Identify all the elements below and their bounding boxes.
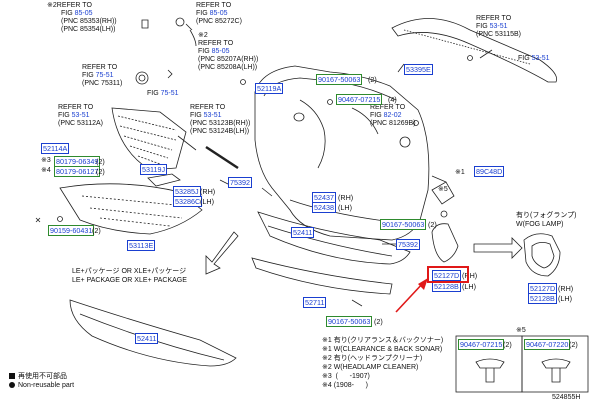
ref-53123-pnc-rh: (PNC 53123B(RH)) (190, 120, 251, 127)
part-52127d-fog-side: (RH) (558, 284, 574, 293)
note-1-en: ※1 W(CLEARANCE & BACK SONAR) (322, 346, 443, 353)
ref-53112: REFER TO (58, 104, 94, 111)
part-75392-lower[interactable]: 75392 (396, 239, 420, 250)
part-52411-package[interactable]: 52411 (135, 333, 159, 344)
part-90467-top-qty: (4) (388, 95, 397, 104)
part-53113e[interactable]: 53113E (127, 240, 156, 251)
ref-85207-pnc-rh: (PNC 85207A(RH)) (198, 56, 259, 63)
legend-non-reusable-jp: 再使用不可部品 (18, 373, 67, 380)
ref-85353-fig[interactable]: FIG 85-05 (61, 10, 93, 17)
ref-85272-pnc: (PNC 85272C) (196, 18, 242, 25)
part-80179-06349-qty: (2) (96, 157, 105, 166)
part-80179-06127-qty: (2) (96, 167, 105, 176)
part-90467-07215-detail[interactable]: 90467-07215 (458, 339, 505, 350)
part-52128b-fog[interactable]: 52128B (528, 293, 557, 304)
fog-lamp-title-en: W(FOG LAMP) (516, 221, 564, 228)
figure-id: 524855H (552, 394, 581, 401)
note-3: ※3 ( -1907) (322, 373, 370, 380)
note-4: ※4 (1908- ) (322, 382, 368, 389)
note-1-jp: ※1 有り(クリアランス＆バックソナー) (322, 337, 444, 344)
part-52438[interactable]: 52438 (312, 202, 336, 213)
ref-85207-title: REFER TO (198, 40, 234, 47)
note-mark-5-clips: ※5 (516, 327, 526, 334)
part-90167-top-qty: (2) (368, 75, 377, 84)
part-52127d[interactable]: 52127D (432, 270, 462, 281)
part-90159-qty: (2) (92, 226, 101, 235)
part-52127d-side: (RH) (462, 271, 478, 280)
part-52119a[interactable]: 52119A (255, 83, 284, 94)
package-label-en: LE+ PACKAGE OR XLE+ PACKAGE (72, 277, 187, 284)
part-90467-07215-detail-qty: (2) (503, 340, 512, 349)
package-label-jp: LE+パッケージ OR XLE+パッケージ (72, 268, 187, 275)
part-90167-50063-mid[interactable]: 90167-50063 (380, 219, 427, 230)
part-89c48d[interactable]: 89C48D (474, 166, 505, 177)
ref-75311: REFER TO (82, 64, 118, 71)
note-2-en: ※2 W(HEADLAMP CLEANER) (322, 364, 419, 371)
part-90167-50063-low[interactable]: 90167-50063 (326, 316, 373, 327)
ref-53123-fig[interactable]: FIG 53-51 (190, 112, 222, 119)
part-52114a[interactable]: 52114A (41, 143, 70, 154)
note-mark-1: ※1 (455, 169, 465, 176)
part-52128b-side: (LH) (462, 282, 476, 291)
ref-75311-fig[interactable]: FIG 75-51 (82, 72, 114, 79)
part-53395e[interactable]: 53395E (404, 64, 433, 75)
ref-85272: REFER TO (196, 2, 232, 9)
part-52437-side: (RH) (338, 193, 354, 202)
note-2-jp: ※2 有り(ヘッドランプクリーナ) (322, 355, 423, 362)
ref-85353: ※2REFER TO (47, 2, 92, 9)
note-mark-4: ※4 (41, 167, 51, 174)
part-53286c-side: (LH) (200, 197, 214, 206)
ref-81269-pnc: (PNC 81269B) (370, 120, 416, 127)
upper-grille-trim-drawing (391, 18, 558, 83)
legend-non-reusable-en: Non-reusable part (18, 382, 75, 389)
ref-85207: ※2 (198, 32, 208, 39)
part-52128b-fog-side: (LH) (558, 294, 572, 303)
red-pointer-arrow (395, 278, 428, 313)
part-90159-60431[interactable]: 90159-60431 (48, 225, 95, 236)
ref-85272-fig[interactable]: FIG 85-05 (196, 10, 228, 17)
ref-85207-fig[interactable]: FIG 85-05 (198, 48, 230, 55)
ref-81269-fig[interactable]: FIG 82-02 (370, 112, 402, 119)
part-90467-07220-detail-qty: (2) (569, 340, 578, 349)
ref-85353-pnc-lh: (PNC 85354(LH)) (61, 26, 116, 33)
part-52411-upper[interactable]: 52411 (291, 227, 315, 238)
part-52438-side: (LH) (338, 203, 352, 212)
part-90167-50063-top[interactable]: 90167-50063 (316, 74, 363, 85)
ref-53124-pnc-lh: (PNC 53124B(LH)) (190, 128, 250, 135)
part-90467-07215-top[interactable]: 90467-07215 (336, 94, 383, 105)
grille-drawing (111, 107, 187, 171)
ref-75311-pnc: (PNC 75311) (82, 80, 123, 87)
ref-53115: REFER TO (476, 15, 512, 22)
part-90167-mid-qty: (2) (428, 220, 437, 229)
part-90467-07220-detail[interactable]: 90467-07220 (524, 339, 571, 350)
ref-53115-fig[interactable]: FIG 53-51 (476, 23, 508, 30)
fog-lamp-title-jp: 有り(フォグランプ) (516, 212, 577, 219)
non-reusable-bullet (9, 382, 15, 388)
ref-85353-pnc-rh: (PNC 85353(RH)) (61, 18, 117, 25)
part-53285j-side: (RH) (200, 187, 216, 196)
ref-81269: REFER TO (370, 104, 406, 111)
note-mark-5-side: ※5 (438, 186, 448, 193)
ref-53123: REFER TO (190, 104, 226, 111)
part-80179-06127[interactable]: 80179-06127 (54, 166, 101, 177)
ref-53112-fig[interactable]: FIG 53-51 (58, 112, 90, 119)
part-75392-upper[interactable]: 75392 (228, 177, 252, 188)
ref-53-51-fig[interactable]: FIG 53-51 (518, 55, 550, 62)
lower-grille-drawing (59, 183, 203, 235)
ref-53112-pnc: (PNC 53112A) (58, 120, 104, 127)
part-90167-low-qty: (2) (374, 317, 383, 326)
part-53286c[interactable]: 53286C (173, 196, 203, 207)
non-reusable-square (9, 373, 15, 379)
highlight-52127d (427, 266, 469, 283)
ref-85207-pnc-lh: (PNC 85208A(LH)) (198, 64, 258, 71)
ref-53115-pnc: (PNC 53115B) (476, 31, 522, 38)
ref-75-51-fig[interactable]: FIG 75-51 (147, 90, 179, 97)
note-mark-3: ※3 (41, 157, 51, 164)
lower-bumper-drawing (257, 211, 411, 265)
part-53119j[interactable]: 53119J (140, 164, 168, 175)
part-52711[interactable]: 52711 (303, 297, 327, 308)
